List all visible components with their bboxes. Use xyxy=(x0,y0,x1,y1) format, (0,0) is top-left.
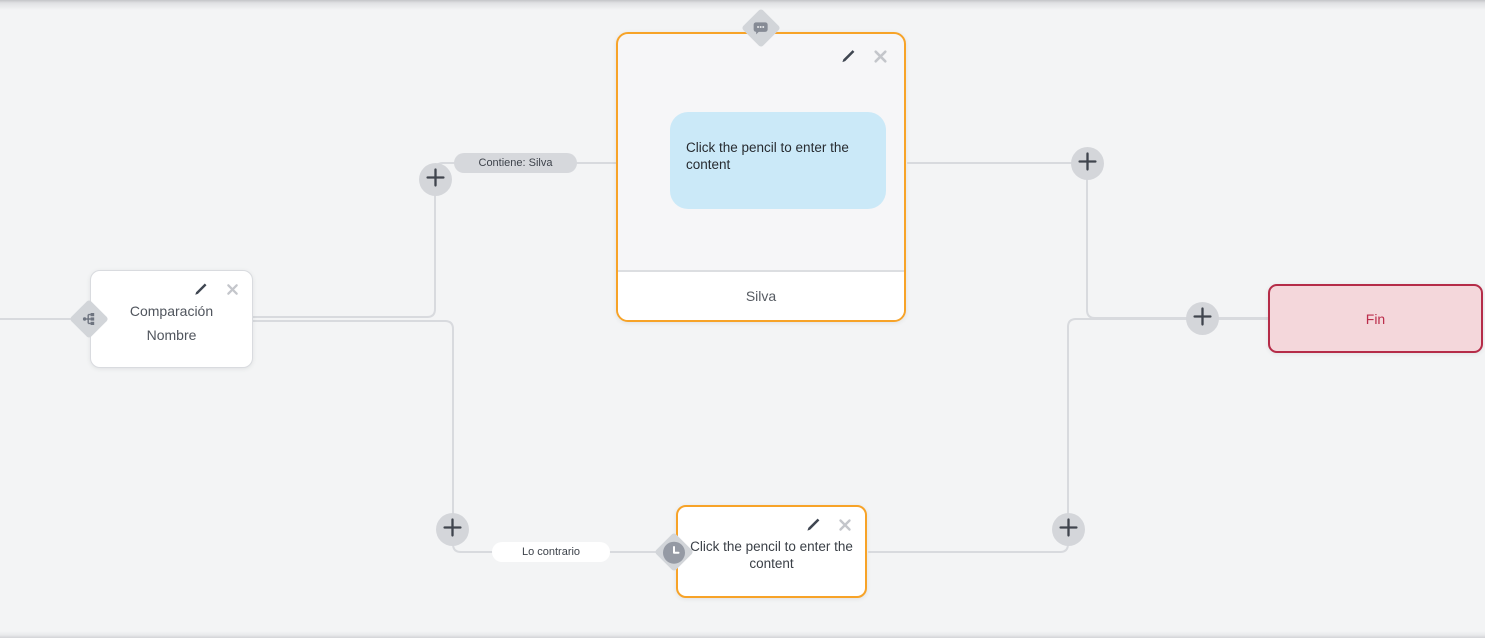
edit-icon[interactable] xyxy=(192,281,208,297)
message-footer-label: Silva xyxy=(618,270,904,320)
condition-title-line2: Nombre xyxy=(146,327,197,343)
edit-icon[interactable] xyxy=(840,48,856,64)
end-node[interactable]: Fin xyxy=(1268,284,1483,353)
add-node-button[interactable] xyxy=(1071,147,1104,180)
wire-delay-to-end xyxy=(868,318,1269,553)
wire-condition-to-delay xyxy=(252,320,662,553)
condition-title-line1: Comparación xyxy=(129,303,214,319)
delay-placeholder-text: Click the pencil to enter the content xyxy=(690,539,853,571)
message-preview-bubble: Click the pencil to enter the content xyxy=(670,112,886,209)
delete-icon[interactable] xyxy=(224,281,240,297)
plus-icon xyxy=(1078,151,1097,176)
wire-message-to-end xyxy=(907,162,1269,319)
delete-icon[interactable] xyxy=(837,517,853,533)
edit-icon[interactable] xyxy=(805,517,821,533)
add-node-button[interactable] xyxy=(1052,513,1085,546)
add-node-button[interactable] xyxy=(436,513,469,546)
chat-icon xyxy=(753,21,769,36)
plus-icon xyxy=(443,517,462,542)
delay-port-handle[interactable] xyxy=(654,532,694,572)
message-port-handle[interactable] xyxy=(741,8,781,48)
delay-node[interactable]: Click the pencil to enter the content xyxy=(676,505,867,598)
condition-node[interactable]: Comparación Nombre xyxy=(90,270,253,368)
clock-icon xyxy=(663,541,686,564)
end-node-label: Fin xyxy=(1365,310,1386,327)
plus-icon xyxy=(1193,306,1212,331)
edge-label-otherwise[interactable]: Lo contrario xyxy=(492,542,610,562)
edge-label-contains[interactable]: Contiene: Silva xyxy=(454,153,577,173)
add-node-button[interactable] xyxy=(419,163,452,196)
branch-icon xyxy=(82,312,96,326)
message-node[interactable]: Click the pencil to enter the content Si… xyxy=(616,32,906,322)
plus-icon xyxy=(1059,517,1078,542)
add-node-button[interactable] xyxy=(1186,302,1219,335)
delete-icon[interactable] xyxy=(872,48,888,64)
condition-port-handle[interactable] xyxy=(69,299,109,339)
plus-icon xyxy=(426,167,445,192)
message-body: Click the pencil to enter the content xyxy=(618,34,904,270)
